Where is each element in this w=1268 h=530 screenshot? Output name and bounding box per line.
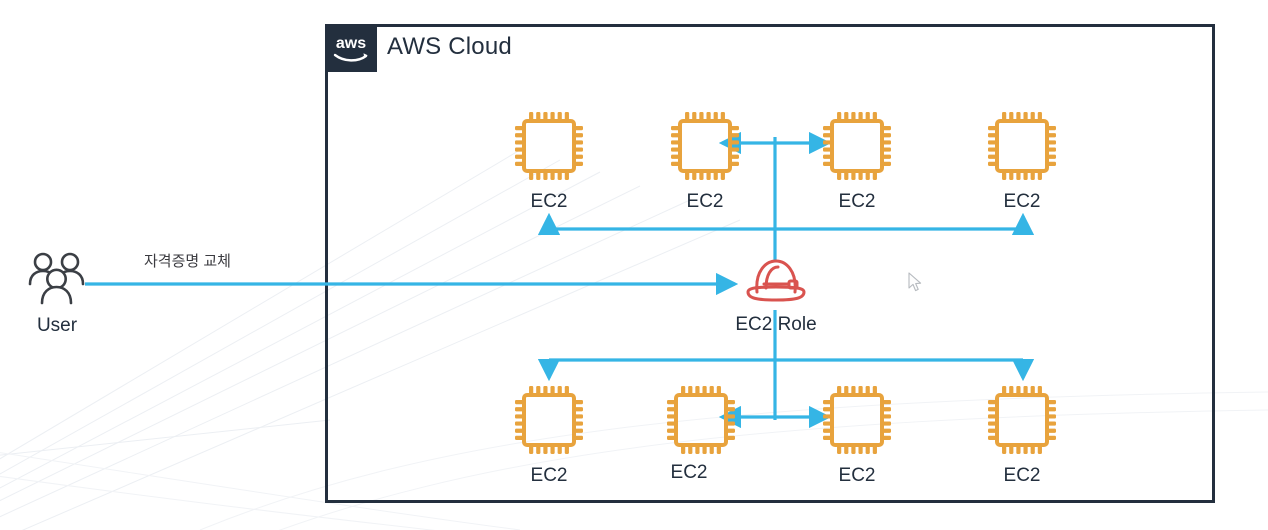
ec2-chip-icon bbox=[494, 108, 604, 189]
mouse-pointer-icon bbox=[908, 272, 922, 292]
node-ec2-top-4[interactable]: EC2 bbox=[967, 108, 1077, 213]
node-ec2-top-1[interactable]: EC2 bbox=[494, 108, 604, 213]
users-group-icon bbox=[2, 250, 112, 313]
node-ec2-role-label: EC2 Role bbox=[735, 314, 817, 335]
node-ec2-top-3-label: EC2 bbox=[838, 191, 876, 212]
node-ec2-role[interactable]: EC2 Role bbox=[720, 255, 832, 336]
aws-logo-wordmark: aws bbox=[336, 35, 366, 52]
hard-hat-icon bbox=[720, 255, 832, 312]
ec2-chip-icon bbox=[650, 108, 760, 189]
node-ec2-bottom-1[interactable]: EC2 bbox=[494, 382, 604, 487]
node-ec2-bottom-1-label: EC2 bbox=[530, 465, 568, 486]
node-ec2-bottom-3[interactable]: EC2 bbox=[802, 382, 912, 487]
node-ec2-bottom-4[interactable]: EC2 bbox=[967, 382, 1077, 487]
aws-cloud-title: AWS Cloud bbox=[387, 33, 512, 60]
node-user[interactable]: User bbox=[2, 250, 112, 337]
aws-logo-icon: aws bbox=[325, 24, 377, 72]
aws-cloud-boundary bbox=[325, 24, 1215, 503]
node-ec2-top-3[interactable]: EC2 bbox=[802, 108, 912, 213]
node-ec2-bottom-4-label: EC2 bbox=[1003, 465, 1041, 486]
node-ec2-top-2-label: EC2 bbox=[686, 191, 724, 212]
node-ec2-top-1-label: EC2 bbox=[530, 191, 568, 212]
ec2-chip-icon bbox=[802, 108, 912, 189]
ec2-chip-icon bbox=[494, 382, 604, 463]
node-ec2-top-2[interactable]: EC2 bbox=[650, 108, 760, 213]
ec2-chip-icon bbox=[967, 382, 1077, 463]
credential-rotation-label: 자격증명 교체 bbox=[144, 253, 231, 270]
ec2-chip-icon bbox=[646, 382, 756, 463]
node-ec2-bottom-2[interactable]: EC2 bbox=[646, 382, 756, 487]
node-ec2-bottom-2-label: EC2 bbox=[670, 462, 708, 483]
node-ec2-bottom-3-label: EC2 bbox=[838, 465, 876, 486]
node-user-label: User bbox=[36, 315, 78, 336]
ec2-chip-icon bbox=[967, 108, 1077, 189]
node-ec2-top-4-label: EC2 bbox=[1003, 191, 1041, 212]
ec2-chip-icon bbox=[802, 382, 912, 463]
